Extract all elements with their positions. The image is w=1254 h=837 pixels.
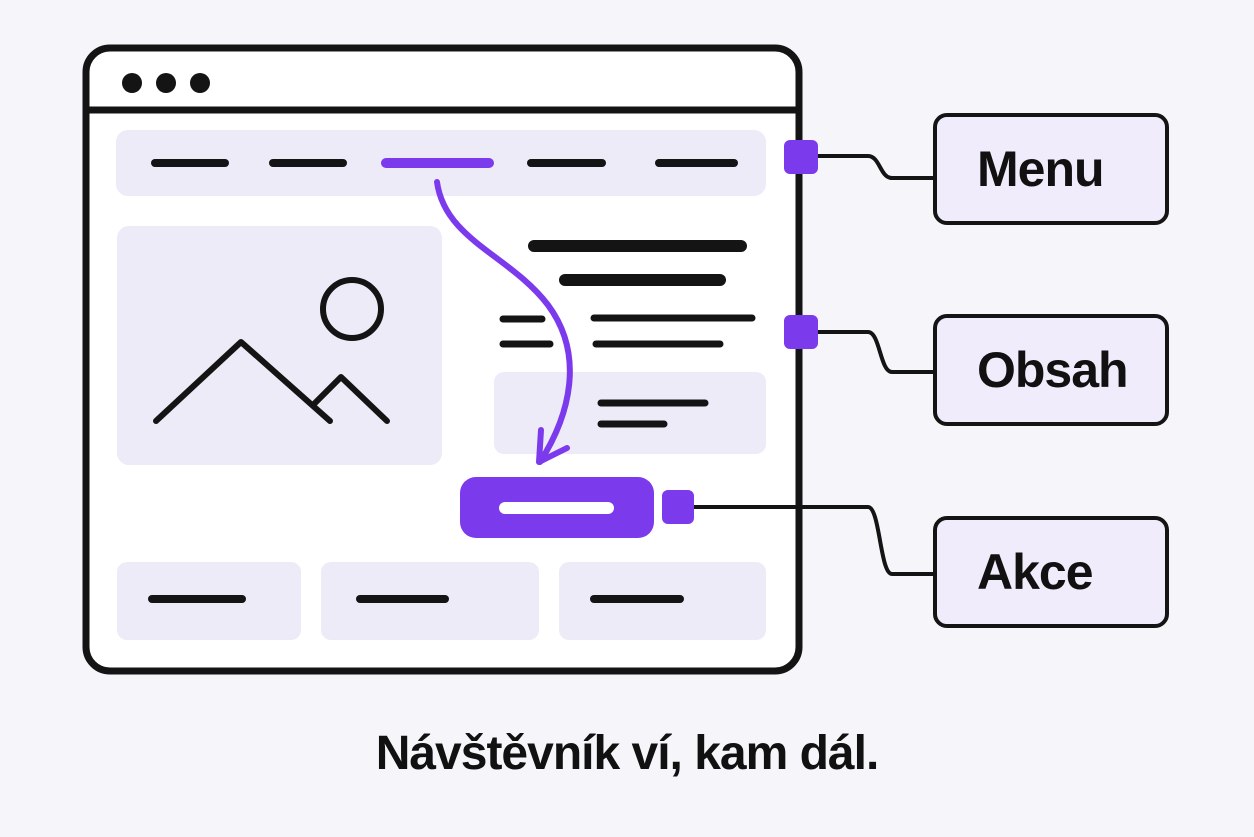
connector-handles: [662, 140, 818, 524]
connector-menu: [818, 154, 933, 180]
caption: Návštěvník ví, kam dál.: [375, 727, 880, 780]
hero-image: [117, 226, 442, 465]
content-text: [499, 240, 756, 348]
handle-menu: [784, 140, 818, 174]
callout-content: Obsah: [933, 314, 1169, 426]
connector-lines: [693, 154, 933, 576]
three-dots-icon: [122, 73, 210, 93]
footer-cards: [117, 562, 766, 640]
handle-content: [784, 315, 818, 349]
callout-content-label: Obsah: [977, 342, 1129, 398]
content-card: [494, 372, 766, 454]
cta-button[interactable]: [460, 477, 654, 538]
connector-content: [818, 330, 933, 374]
image-placeholder-icon: [153, 277, 390, 424]
callout-action-label: Akce: [977, 544, 1094, 600]
callout-action: Akce: [933, 516, 1169, 628]
callout-menu: Menu: [933, 113, 1169, 225]
handle-action: [662, 490, 694, 524]
nav-bar: [116, 130, 766, 196]
connector-action: [693, 505, 933, 576]
callout-menu-label: Menu: [977, 141, 1105, 197]
curved-arrow-icon: [434, 179, 573, 465]
